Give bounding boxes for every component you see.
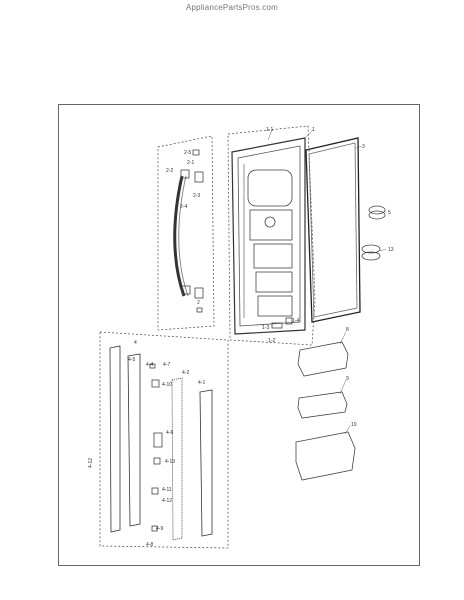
- callout-cap-ring-13: 13: [388, 247, 394, 253]
- door-group-outline: [227, 125, 316, 346]
- callout-trim-part-5: 4-5: [128, 357, 135, 363]
- door-shelves: [295, 341, 356, 481]
- callout-side-code: 4-12: [88, 458, 94, 468]
- callout-handle: 2: [197, 300, 200, 306]
- callout-trim-part-7: 4-7: [163, 362, 170, 368]
- callout-handle-part-1: 2-1: [187, 160, 194, 166]
- callout-handle-part-3: 2-3: [193, 193, 200, 199]
- callout-handle-part-5: 2-5: [184, 150, 191, 156]
- callout-trim-part-12: 4-12: [162, 498, 172, 504]
- callout-cap-c: 1-4: [292, 318, 299, 324]
- diagram-frame: [58, 104, 420, 566]
- callout-cap-a: 1-2: [268, 338, 275, 344]
- trim-strips: [109, 345, 213, 541]
- callout-shelf-lower: 10: [351, 422, 357, 428]
- callout-trim-part-9: 4-9: [156, 526, 163, 532]
- callout-door-assembly: 1: [312, 127, 315, 133]
- callout-trim-assembly: 4: [134, 340, 137, 346]
- callout-trim-part-2: 4-2: [182, 370, 189, 376]
- callout-screw: 5: [388, 210, 391, 216]
- door-handle: [173, 169, 191, 297]
- cap-rings: [361, 205, 386, 261]
- callout-trim-part-10: 4-10: [162, 382, 172, 388]
- callout-trim-part-1: 4-1: [198, 380, 205, 386]
- trim-fittings: [149, 363, 163, 532]
- site-watermark: AppliancePartsPros.com: [186, 3, 278, 12]
- callout-handle-part-4: 2-4: [180, 204, 187, 210]
- callout-shelf-middle: 9: [346, 376, 349, 382]
- callout-trim-part-11: 4-11: [162, 487, 172, 493]
- callout-gasket: 3: [362, 144, 365, 150]
- trim-group-outline: [99, 331, 229, 549]
- callout-trim-part-8: 4-8: [146, 542, 153, 548]
- door-bottom-fittings: [271, 317, 293, 329]
- callout-cap-b: 1-3: [262, 325, 269, 331]
- callout-trim-part-4: 4-4: [146, 362, 153, 368]
- door-assembly: [231, 137, 306, 335]
- leader-lines: [267, 129, 387, 435]
- callout-trim-part-13: 4-13: [165, 459, 175, 465]
- callout-trim-part-6: 4-6: [166, 430, 173, 436]
- callout-labels: 1-1 1 3 5 13 2-5 2-1 2-2 2-3 2-4 2 1-3 1…: [88, 127, 394, 548]
- callout-door-cover: 1-1: [266, 127, 273, 133]
- handle-group-outline: [157, 135, 215, 331]
- callout-handle-part-2: 2-2: [166, 168, 173, 174]
- callout-shelf-upper: 8: [346, 327, 349, 333]
- door-gasket: [305, 137, 361, 323]
- handle-fittings: [192, 149, 204, 313]
